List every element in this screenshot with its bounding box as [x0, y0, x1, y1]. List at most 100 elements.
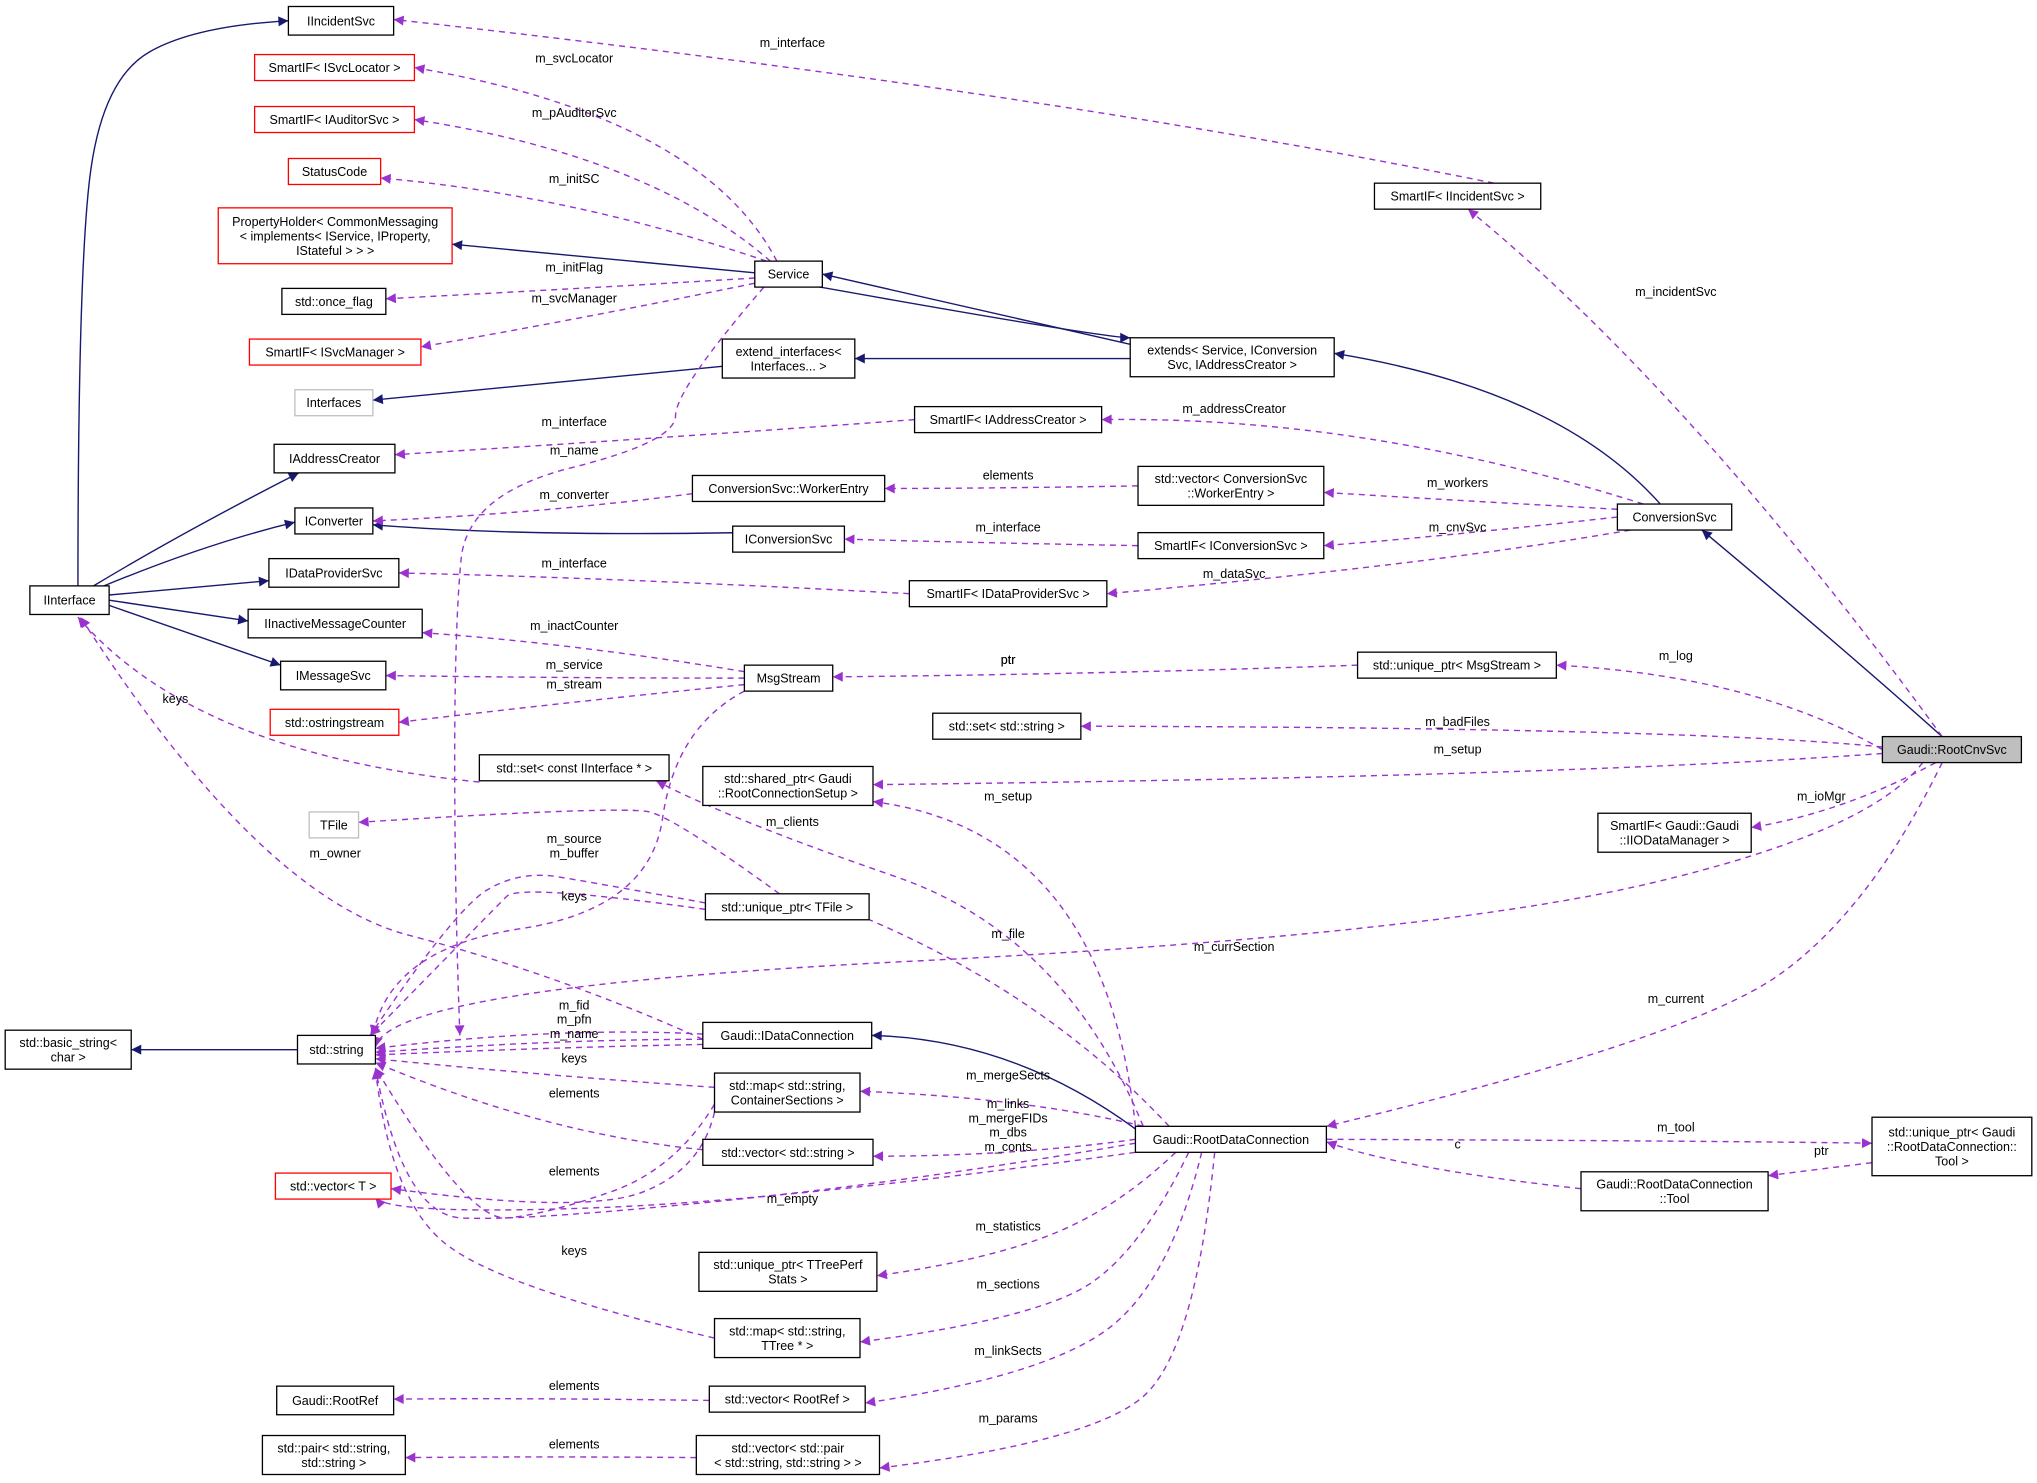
class-node-std-unique-ptr-msgstream[interactable]: std::unique_ptr< MsgStream > [1356, 651, 1557, 679]
class-node-box[interactable] [908, 580, 1108, 608]
class-node-idataprovidersvc[interactable]: IDataProviderSvc [268, 557, 400, 588]
class-node-box[interactable] [296, 1034, 377, 1065]
class-node-extend-interfaces[interactable]: extend_interfaces<Interfaces... > [721, 338, 856, 379]
class-node-box[interactable] [1597, 812, 1752, 853]
class-node-box[interactable] [695, 1434, 881, 1476]
class-node-conversionsvc[interactable]: ConversionSvc [1616, 503, 1733, 531]
class-node-imessagesvc[interactable]: IMessageSvc [279, 660, 387, 691]
class-node-service[interactable]: Service [754, 260, 823, 288]
class-node-box[interactable] [294, 389, 374, 417]
class-node-box[interactable] [702, 1138, 874, 1166]
class-node-gaudi-rootref[interactable]: Gaudi::RootRef [276, 1385, 395, 1416]
class-node-box[interactable] [1129, 337, 1335, 378]
class-node-box[interactable] [702, 765, 874, 807]
class-node-box[interactable] [1373, 182, 1542, 210]
class-node-iconversionsvc[interactable]: IConversionSvc [732, 525, 846, 553]
class-node-box[interactable] [308, 811, 360, 839]
class-node-box[interactable] [721, 338, 856, 379]
class-node-std-once-flag[interactable]: std::once_flag [281, 287, 387, 316]
class-node-box[interactable] [253, 105, 416, 134]
class-node-box[interactable] [1137, 465, 1325, 507]
class-node-smartif-iaddresscreator[interactable]: SmartIF< IAddressCreator > [913, 405, 1103, 434]
class-node-smartif-iauditorsvc[interactable]: SmartIF< IAuditorSvc > [253, 105, 416, 134]
class-node-std-shared-ptr-setup[interactable]: std::shared_ptr< Gaudi::RootConnectionSe… [702, 765, 874, 807]
class-node-iaddresscreator[interactable]: IAddressCreator [273, 443, 396, 474]
class-node-interfaces[interactable]: Interfaces [294, 389, 374, 417]
class-node-smartif-iincidentsvc[interactable]: SmartIF< IIncidentSvc > [1373, 182, 1542, 210]
class-node-std-vector-t[interactable]: std::vector< T > [274, 1172, 392, 1200]
class-node-box[interactable] [274, 1172, 392, 1200]
class-node-std-ostringstream[interactable]: std::ostringstream [269, 708, 400, 736]
class-node-box[interactable] [1871, 1116, 2033, 1177]
class-node-box[interactable] [268, 557, 400, 588]
class-node-std-string[interactable]: std::string [296, 1034, 377, 1065]
class-node-box[interactable] [269, 708, 400, 736]
class-node-box[interactable] [248, 338, 422, 366]
class-node-box[interactable] [1356, 651, 1557, 679]
class-node-std-unique-ptr-tool[interactable]: std::unique_ptr< Gaudi::RootDataConnecti… [1871, 1116, 2033, 1177]
class-node-std-map-containersections[interactable]: std::map< std::string,ContainerSections … [713, 1072, 861, 1113]
class-node-box[interactable] [1580, 1171, 1769, 1212]
class-node-gaudi-idataconnection[interactable]: Gaudi::IDataConnection [702, 1021, 873, 1050]
class-node-box[interactable] [743, 664, 834, 692]
class-node-box[interactable] [253, 53, 416, 82]
class-node-box[interactable] [691, 474, 886, 503]
class-node-smartif-idataprovidersvc[interactable]: SmartIF< IDataProviderSvc > [908, 580, 1108, 608]
class-node-iinterface[interactable]: IInterface [29, 585, 110, 616]
class-node-box[interactable] [287, 5, 395, 36]
class-node-box[interactable] [704, 893, 870, 921]
class-node-std-vector-workerentry[interactable]: std::vector< ConversionSvc::WorkerEntry … [1137, 465, 1325, 507]
class-node-tfile[interactable]: TFile [308, 811, 360, 839]
class-node-box[interactable] [1137, 531, 1325, 560]
class-node-smartif-iiodatamanager[interactable]: SmartIF< Gaudi::Gaudi::IIODataManager > [1597, 812, 1752, 853]
class-node-iincidentsvc[interactable]: IIncidentSvc [287, 5, 395, 36]
class-node-std-vector-rootref[interactable]: std::vector< RootRef > [708, 1385, 866, 1413]
class-node-box[interactable] [698, 1251, 878, 1292]
class-node-iconverter[interactable]: IConverter [294, 507, 374, 535]
class-node-gaudi-rootdataconnection[interactable]: Gaudi::RootDataConnection [1134, 1125, 1328, 1153]
class-node-box[interactable] [702, 1021, 873, 1050]
class-node-std-vector-pair[interactable]: std::vector< std::pair< std::string, std… [695, 1434, 881, 1476]
class-node-extends-service[interactable]: extends< Service, IConversionSvc, IAddre… [1129, 337, 1335, 378]
class-node-std-set-iinterface[interactable]: std::set< const IInterface * > [478, 754, 670, 782]
class-node-smartif-isvclocator[interactable]: SmartIF< ISvcLocator > [253, 53, 416, 82]
class-node-box[interactable] [261, 1434, 406, 1476]
class-node-box[interactable] [708, 1385, 866, 1413]
class-node-gaudi-rootcnvsvc[interactable]: Gaudi::RootCnvSvc [1881, 735, 2023, 764]
class-node-iinactivemessagecounter[interactable]: IInactiveMessageCounter [247, 608, 423, 639]
class-node-box[interactable] [294, 507, 374, 535]
class-node-propertyholder[interactable]: PropertyHolder< CommonMessaging< impleme… [217, 207, 453, 265]
class-node-conversionsvc-workerentry[interactable]: ConversionSvc::WorkerEntry [691, 474, 886, 503]
class-node-box[interactable] [1616, 503, 1733, 531]
class-node-std-unique-ptr-tfile[interactable]: std::unique_ptr< TFile > [704, 893, 870, 921]
class-node-box[interactable] [281, 287, 387, 316]
class-node-box[interactable] [713, 1317, 861, 1359]
class-node-box[interactable] [276, 1385, 395, 1416]
class-node-box[interactable] [247, 608, 423, 639]
class-node-box[interactable] [754, 260, 823, 288]
class-node-smartif-isvcmanager[interactable]: SmartIF< ISvcManager > [248, 338, 422, 366]
class-node-box[interactable] [732, 525, 846, 553]
class-node-gaudi-rootdataconnection-tool[interactable]: Gaudi::RootDataConnection::Tool [1580, 1171, 1769, 1212]
class-node-msgstream[interactable]: MsgStream [743, 664, 834, 692]
class-node-box[interactable] [713, 1072, 861, 1113]
class-node-box[interactable] [4, 1029, 132, 1070]
class-node-std-map-ttree[interactable]: std::map< std::string,TTree * > [713, 1317, 861, 1359]
class-node-box[interactable] [29, 585, 110, 616]
class-node-box[interactable] [1134, 1125, 1328, 1153]
class-node-std-set-string[interactable]: std::set< std::string > [932, 712, 1082, 740]
class-node-box[interactable] [913, 405, 1103, 434]
class-node-box[interactable] [217, 207, 453, 265]
class-node-box[interactable] [273, 443, 396, 474]
class-node-statuscode[interactable]: StatusCode [287, 157, 382, 186]
class-node-box[interactable] [1881, 735, 2023, 764]
class-node-std-pair-strings[interactable]: std::pair< std::string,std::string > [261, 1434, 406, 1476]
class-node-box[interactable] [279, 660, 387, 691]
class-node-std-vector-string[interactable]: std::vector< std::string > [702, 1138, 874, 1166]
class-node-box[interactable] [478, 754, 670, 782]
class-node-box[interactable] [287, 157, 382, 186]
class-node-smartif-iconversionsvc[interactable]: SmartIF< IConversionSvc > [1137, 531, 1325, 560]
class-node-box[interactable] [932, 712, 1082, 740]
class-node-std-basic-string[interactable]: std::basic_string<char > [4, 1029, 132, 1070]
